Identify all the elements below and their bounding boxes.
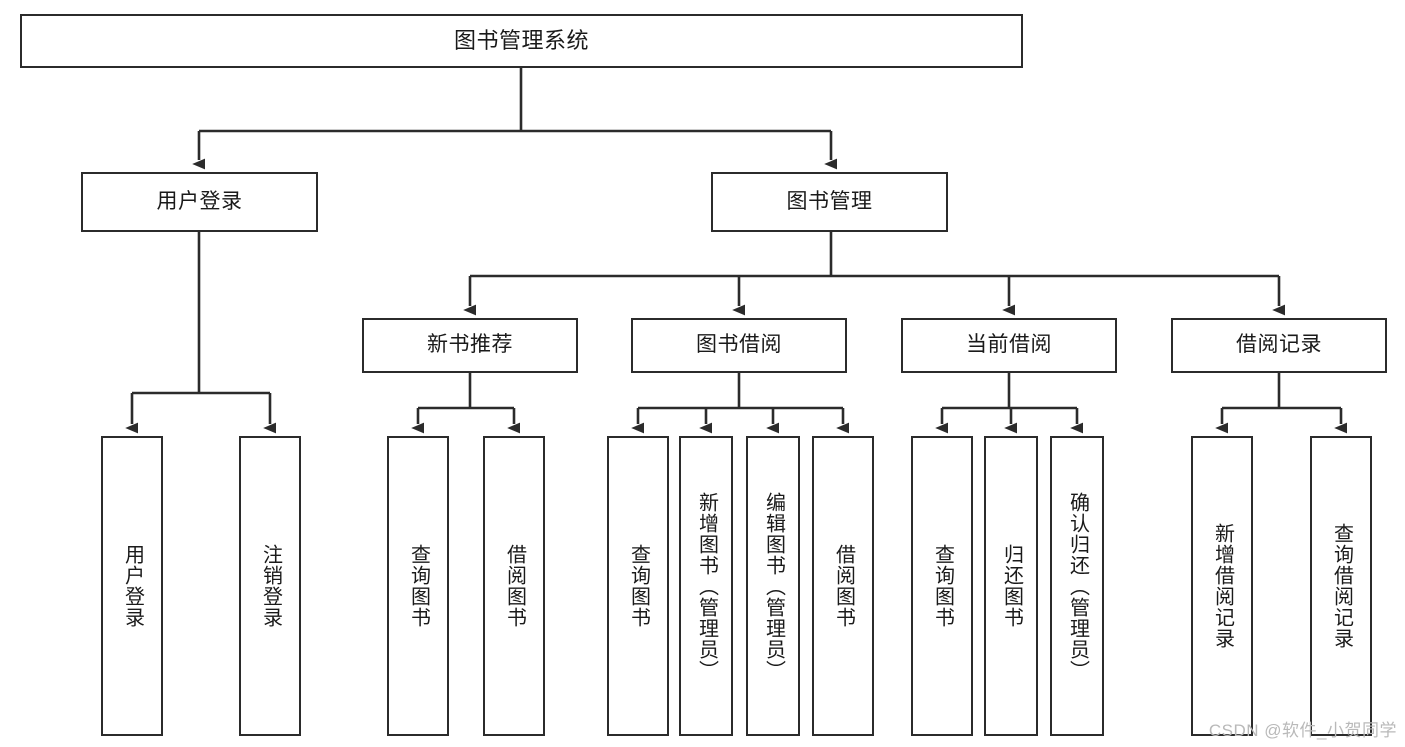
leaf-borrow-book-recommend[interactable]: 借阅图书 <box>483 436 545 736</box>
leaf-query-book-recommend-label: 查询图书 <box>407 544 430 628</box>
leaf-user-login[interactable]: 用户登录 <box>101 436 163 736</box>
leaf-user-logout[interactable]: 注销登录 <box>239 436 301 736</box>
leaf-edit-book-admin[interactable]: 编辑图书（管理员） <box>746 436 800 736</box>
leaf-user-logout-label: 注销登录 <box>259 544 282 628</box>
node-book-management-label: 图书管理 <box>786 189 873 213</box>
leaf-add-borrow-record[interactable]: 新增借阅记录 <box>1191 436 1253 736</box>
leaf-query-book-current[interactable]: 查询图书 <box>911 436 973 736</box>
leaf-query-book-borrow-label: 查询图书 <box>627 544 650 628</box>
leaf-borrow-book-label: 借阅图书 <box>832 544 855 628</box>
leaf-query-book-current-label: 查询图书 <box>931 544 954 628</box>
node-book-management[interactable]: 图书管理 <box>711 172 948 232</box>
leaf-return-book-label: 归还图书 <box>1000 544 1023 628</box>
leaf-query-borrow-record[interactable]: 查询借阅记录 <box>1310 436 1372 736</box>
leaf-add-book-admin-label: 新增图书（管理员） <box>695 491 718 681</box>
leaf-borrow-book[interactable]: 借阅图书 <box>812 436 874 736</box>
leaf-add-book-admin[interactable]: 新增图书（管理员） <box>679 436 733 736</box>
node-user-login[interactable]: 用户登录 <box>81 172 318 232</box>
leaf-user-login-label: 用户登录 <box>121 544 144 628</box>
node-root[interactable]: 图书管理系统 <box>20 14 1023 68</box>
node-root-label: 图书管理系统 <box>453 28 589 54</box>
leaf-confirm-return-admin-label: 确认归还（管理员） <box>1066 491 1089 681</box>
node-borrow-records-label: 借阅记录 <box>1236 333 1322 357</box>
leaf-query-book-recommend[interactable]: 查询图书 <box>387 436 449 736</box>
node-book-borrow-label: 图书借阅 <box>696 333 782 357</box>
leaf-edit-book-admin-label: 编辑图书（管理员） <box>762 491 785 681</box>
node-current-borrow-label: 当前借阅 <box>966 333 1052 357</box>
node-current-borrow[interactable]: 当前借阅 <box>901 318 1117 373</box>
leaf-query-book-borrow[interactable]: 查询图书 <box>607 436 669 736</box>
leaf-add-borrow-record-label: 新增借阅记录 <box>1211 523 1234 649</box>
leaf-query-borrow-record-label: 查询借阅记录 <box>1330 523 1353 649</box>
node-book-borrow[interactable]: 图书借阅 <box>631 318 847 373</box>
node-new-book-recommend[interactable]: 新书推荐 <box>362 318 578 373</box>
leaf-confirm-return-admin[interactable]: 确认归还（管理员） <box>1050 436 1104 736</box>
node-borrow-records[interactable]: 借阅记录 <box>1171 318 1387 373</box>
node-user-login-label: 用户登录 <box>156 189 243 213</box>
node-new-book-recommend-label: 新书推荐 <box>427 333 513 357</box>
leaf-return-book[interactable]: 归还图书 <box>984 436 1038 736</box>
leaf-borrow-book-recommend-label: 借阅图书 <box>503 544 526 628</box>
